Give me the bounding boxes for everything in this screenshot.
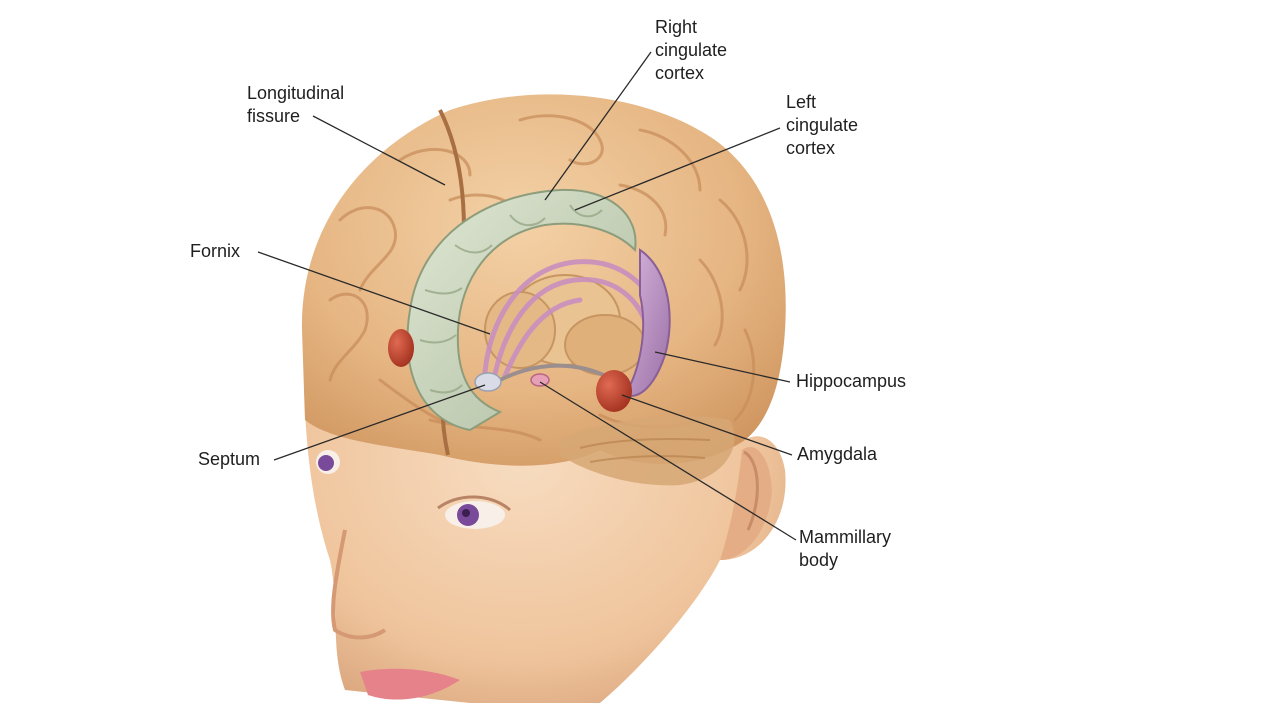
nose	[331, 529, 387, 640]
fornix-to-mammillary	[499, 363, 611, 382]
mammillary-body	[530, 373, 550, 387]
amygdala-left	[388, 329, 414, 367]
label-amygdala: Amygdala	[797, 444, 878, 464]
leader-septum	[273, 384, 486, 461]
leader-right-cingulate	[544, 51, 652, 201]
label-septum: Septum	[198, 449, 261, 469]
label-right-cingulate-cortex: Right cingulate cortex	[655, 17, 728, 83]
cerebellum	[560, 416, 735, 486]
leader-hippocampus	[654, 351, 791, 383]
label-fornix: Fornix	[190, 241, 241, 261]
leader-lines	[257, 51, 797, 541]
amygdala-right	[596, 370, 632, 412]
lips	[360, 668, 460, 700]
hippocampus	[623, 248, 671, 397]
leader-amygdala	[621, 394, 793, 456]
eyes	[316, 450, 511, 529]
leader-mammillary-body	[539, 381, 797, 541]
label-mammillary-body: Mammillary body	[799, 527, 891, 570]
septum	[474, 372, 502, 392]
leader-longitudinal-fissure	[312, 115, 446, 186]
label-left-cingulate-cortex: Left cingulate cortex	[786, 92, 859, 158]
ear	[720, 446, 772, 560]
label-longitudinal-fissure: Longitudinal fissure	[247, 83, 345, 126]
leader-fornix	[257, 251, 491, 335]
label-hippocampus: Hippocampus	[796, 371, 907, 391]
leader-left-cingulate	[574, 127, 781, 211]
